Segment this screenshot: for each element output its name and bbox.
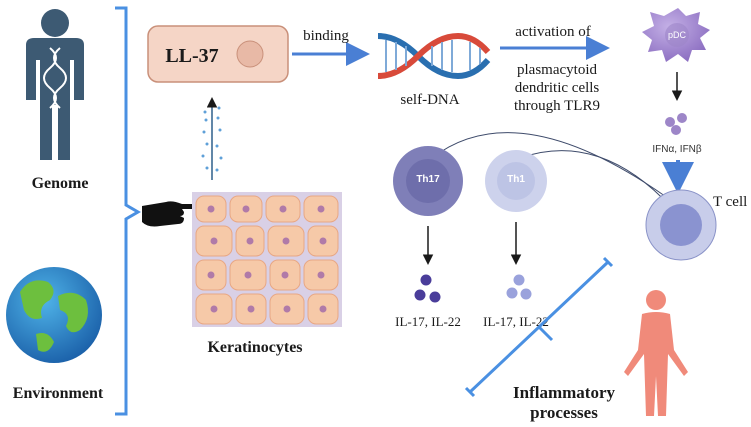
outcome-bracket [464, 256, 614, 398]
genome-person-icon [26, 9, 84, 160]
tcell-icon [645, 189, 717, 261]
pdc-cell-icon [642, 8, 710, 62]
environment-label: Environment [13, 385, 104, 402]
activation-line4: through TLR9 [514, 98, 600, 114]
th17-cytokine-dots [414, 274, 441, 303]
earth-icon [6, 267, 102, 363]
secretion-arrow [201, 97, 223, 180]
activation-line3: dendritic cells [515, 80, 600, 96]
left-bracket [115, 6, 141, 416]
th1-cell-icon [485, 150, 547, 212]
ll37-peptide-icon [236, 40, 264, 68]
th17-tcell-link [431, 132, 677, 205]
keratinocytes-tissue [192, 192, 342, 327]
th17-cell-icon [393, 146, 463, 216]
th1-cytokines-label: IL-17, IL-22 [483, 314, 549, 329]
activation-line1: activation of [515, 24, 590, 40]
th17-cytokines-label: IL-17, IL-22 [395, 314, 461, 329]
ifn-label: IFNα, IFNβ [652, 144, 702, 155]
tcell-label: T cell [713, 194, 747, 210]
dna-helix-icon [377, 32, 491, 80]
ll37-box [147, 25, 289, 83]
pdc-label: pDC [668, 30, 687, 40]
outcome-line2: processes [530, 403, 598, 422]
activation-line2: plasmacytoid [517, 62, 597, 78]
human-figure-icon [624, 290, 688, 416]
genome-label: Genome [32, 175, 89, 192]
th17-label: Th17 [416, 174, 440, 185]
binding-label: binding [303, 28, 349, 44]
keratinocytes-label: Keratinocytes [207, 339, 302, 356]
ll37-label: LL-37 [165, 45, 218, 67]
ifn-dots [665, 113, 687, 135]
th1-cytokine-dots [506, 274, 532, 300]
th1-label: Th1 [507, 174, 525, 185]
outcome-line1: Inflammatory [513, 383, 615, 402]
th1-tcell-link [519, 150, 673, 209]
self-dna-label: self-DNA [400, 92, 459, 108]
pointing-hand-icon [142, 201, 196, 227]
